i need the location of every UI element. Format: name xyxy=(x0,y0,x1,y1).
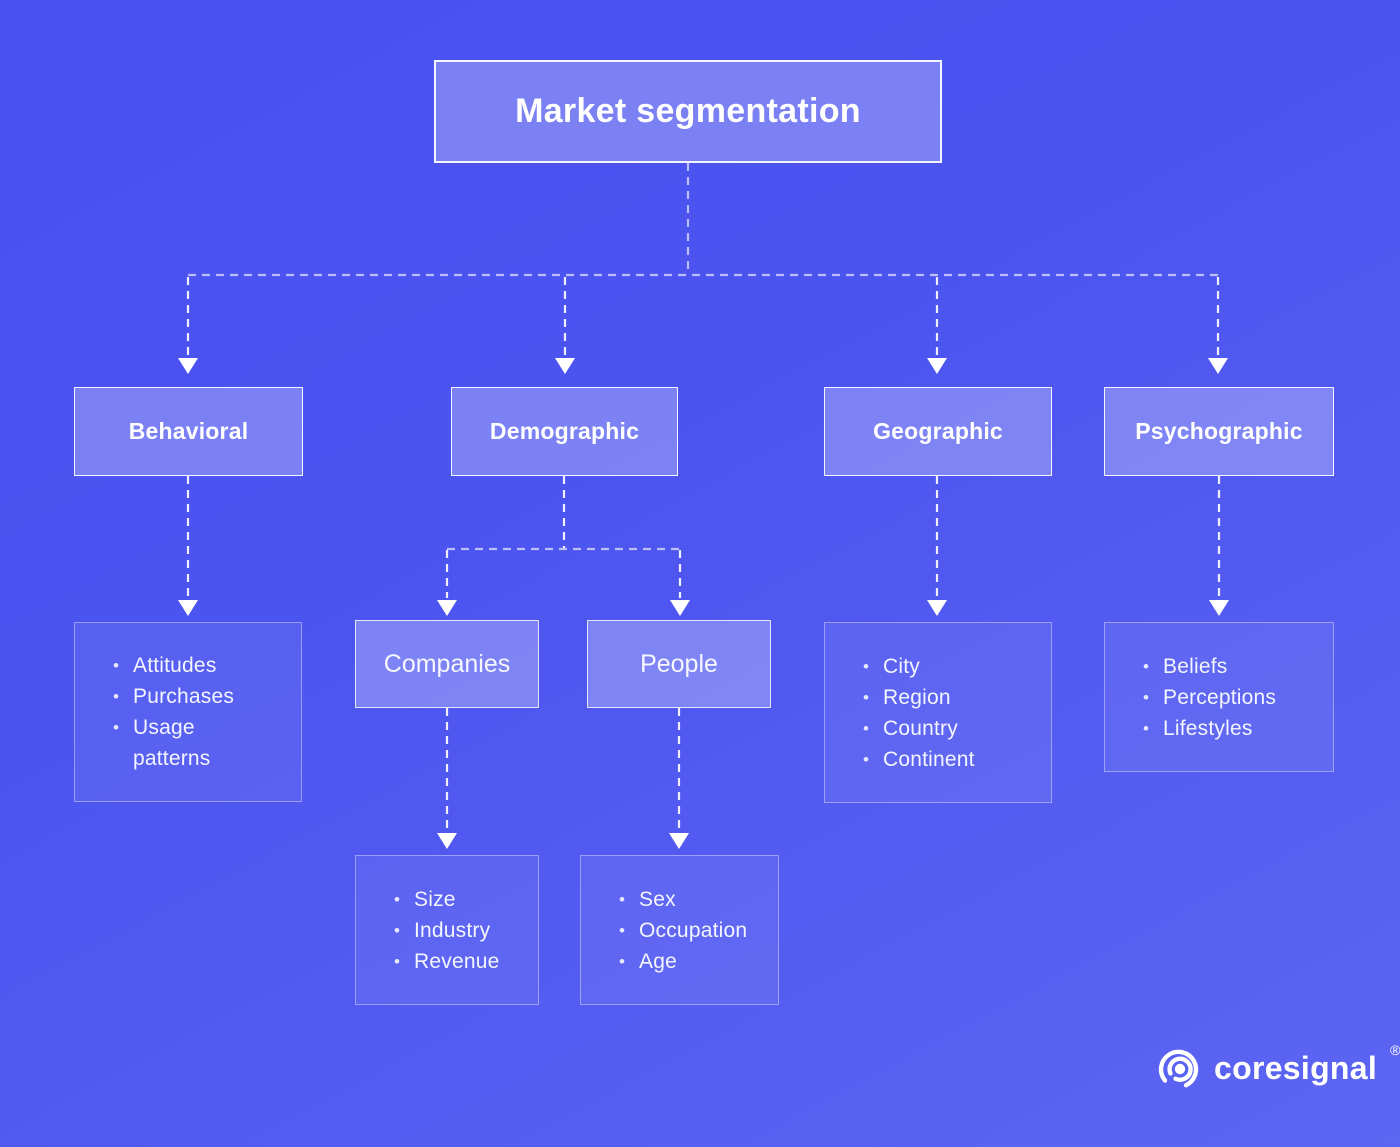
list-item: City xyxy=(861,651,1041,682)
list-item: Lifestyles xyxy=(1141,713,1323,744)
list-item: Country xyxy=(861,713,1041,744)
arrowhead xyxy=(437,833,457,849)
coresignal-spiral-icon xyxy=(1158,1049,1199,1088)
node-label: People xyxy=(640,649,718,678)
node-market-segmentation: Market segmentation xyxy=(434,60,942,163)
node-people: People xyxy=(587,620,771,708)
logo-wordmark: coresignal xyxy=(1214,1050,1378,1086)
node-label: Companies xyxy=(383,649,511,678)
list-item: Purchases xyxy=(111,681,251,712)
list-item: Sex xyxy=(617,884,768,915)
arrowhead xyxy=(178,358,198,374)
arrowhead xyxy=(927,358,947,374)
list-item: Perceptions xyxy=(1141,682,1323,713)
arrowhead xyxy=(927,600,947,616)
list-item: Occupation xyxy=(617,915,768,946)
list-item: Beliefs xyxy=(1141,651,1323,682)
list-item: Region xyxy=(861,682,1041,713)
node-label: Geographic xyxy=(873,418,1003,444)
node-companies: Companies xyxy=(355,620,539,708)
registered-trademark-symbol: ® xyxy=(1390,1042,1400,1058)
arrowhead xyxy=(670,600,690,616)
list-companies-items: SizeIndustryRevenue xyxy=(355,855,539,1005)
coresignal-logo: coresignal ® xyxy=(1155,1042,1400,1092)
list-item: Revenue xyxy=(392,946,528,977)
bullet-list: AttitudesPurchasesUsage patterns xyxy=(75,650,301,774)
arrowhead xyxy=(555,358,575,374)
list-item: Age xyxy=(617,946,768,977)
list-item: Attitudes xyxy=(111,650,251,681)
node-label: Demographic xyxy=(489,418,640,444)
diagram-title: Market segmentation xyxy=(515,92,861,130)
list-item: Industry xyxy=(392,915,528,946)
arrowhead xyxy=(1209,600,1229,616)
list-behavioral-items: AttitudesPurchasesUsage patterns xyxy=(74,622,302,802)
node-label: Behavioral xyxy=(128,418,249,444)
arrowhead xyxy=(178,600,198,616)
arrowhead xyxy=(1208,358,1228,374)
list-people-items: SexOccupationAge xyxy=(580,855,779,1005)
bullet-list: CityRegionCountryContinent xyxy=(825,651,1051,775)
list-item: Size xyxy=(392,884,528,915)
arrowhead xyxy=(669,833,689,849)
list-psychographic-items: BeliefsPerceptionsLifestyles xyxy=(1104,622,1334,772)
node-behavioral: Behavioral xyxy=(74,387,303,476)
list-geographic-items: CityRegionCountryContinent xyxy=(824,622,1052,803)
bullet-list: BeliefsPerceptionsLifestyles xyxy=(1105,651,1333,744)
node-geographic: Geographic xyxy=(824,387,1052,476)
bullet-list: SexOccupationAge xyxy=(581,884,778,977)
node-psychographic: Psychographic xyxy=(1104,387,1334,476)
bullet-list: SizeIndustryRevenue xyxy=(356,884,538,977)
list-item: Continent xyxy=(861,744,1041,775)
arrowhead xyxy=(437,600,457,616)
node-demographic: Demographic xyxy=(451,387,678,476)
node-label: Psychographic xyxy=(1135,418,1303,444)
list-item: Usage patterns xyxy=(111,712,251,774)
